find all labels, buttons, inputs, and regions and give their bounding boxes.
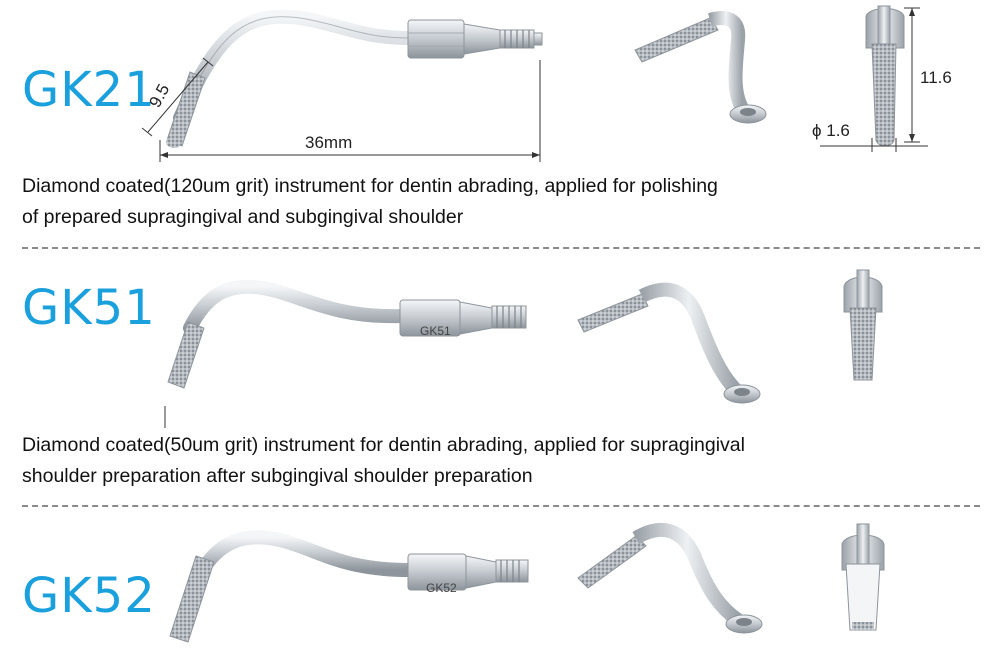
instrument-side-view <box>164 279 527 428</box>
model-title: GK21 <box>22 62 156 118</box>
section-divider <box>22 247 980 249</box>
instrument-front-view <box>820 5 928 152</box>
description-line: of prepared supragingival and subgingiva… <box>22 206 464 228</box>
description-line: Diamond coated(120um grit) instrument fo… <box>22 175 718 197</box>
product-section-gk52: GK52 GK52 <box>0 508 1000 648</box>
product-section-gk21: GK21 9.5 36mm <box>0 0 1000 245</box>
product-description: Diamond coated(120um grit) instrument fo… <box>22 171 718 233</box>
diameter-label: ϕ 1.6 <box>812 121 850 140</box>
instrument-front-view <box>843 269 883 381</box>
model-title: GK52 <box>22 568 156 624</box>
description-line: shoulder preparation after subgingival s… <box>22 465 533 487</box>
instrument-angled-view <box>634 11 767 124</box>
model-engraving: GK52 <box>426 581 457 595</box>
section-divider <box>22 505 980 507</box>
height-label: 11.6 <box>920 68 952 87</box>
instrument-angled-view <box>577 282 761 404</box>
model-title: GK51 <box>22 280 156 336</box>
model-engraving: GK51 <box>420 324 451 338</box>
instrument-front-view <box>841 523 885 631</box>
description-line: Diamond coated(50um grit) instrument for… <box>22 434 745 456</box>
instrument-side-view <box>141 9 543 162</box>
instrument-angled-view <box>577 522 763 634</box>
product-section-gk51: GK51 GK51 Diamond coated(50um grit) inst… <box>0 250 1000 502</box>
instrument-side-view <box>169 530 529 643</box>
overall-length-label: 36mm <box>305 133 353 152</box>
product-description: Diamond coated(50um grit) instrument for… <box>22 430 745 492</box>
